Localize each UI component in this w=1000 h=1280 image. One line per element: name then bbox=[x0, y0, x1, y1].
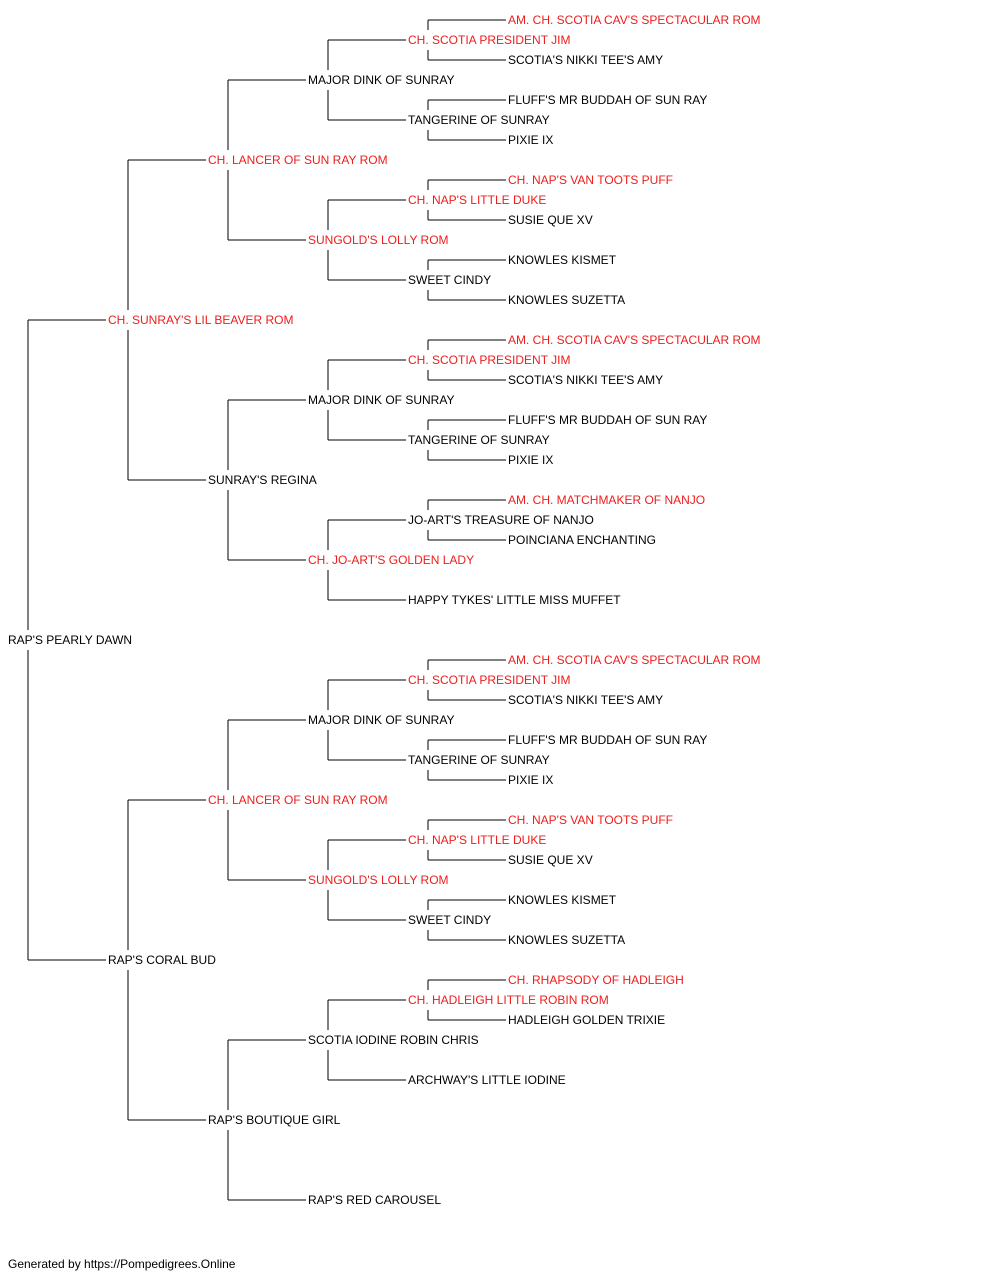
dog-name: HADLEIGH GOLDEN TRIXIE bbox=[508, 1013, 665, 1027]
dog-name: PIXIE IX bbox=[508, 453, 553, 467]
dog-name: SCOTIA'S NIKKI TEE'S AMY bbox=[508, 53, 663, 67]
dog-name: MAJOR DINK OF SUNRAY bbox=[308, 73, 454, 87]
dog-name: FLUFF'S MR BUDDAH OF SUN RAY bbox=[508, 413, 707, 427]
dog-name: FLUFF'S MR BUDDAH OF SUN RAY bbox=[508, 733, 707, 747]
dog-name: TANGERINE OF SUNRAY bbox=[408, 433, 550, 447]
dog-name: MAJOR DINK OF SUNRAY bbox=[308, 713, 454, 727]
dog-name: JO-ART'S TREASURE OF NANJO bbox=[408, 513, 594, 527]
dog-name: CH. RHAPSODY OF HADLEIGH bbox=[508, 973, 684, 987]
dog-name: TANGERINE OF SUNRAY bbox=[408, 113, 550, 127]
dog-name: AM. CH. SCOTIA CAV'S SPECTACULAR ROM bbox=[508, 653, 761, 667]
dog-name: KNOWLES KISMET bbox=[508, 893, 617, 907]
dog-name: ARCHWAY'S LITTLE IODINE bbox=[408, 1073, 566, 1087]
dog-name: KNOWLES SUZETTA bbox=[508, 933, 625, 947]
dog-name: PIXIE IX bbox=[508, 773, 553, 787]
dog-name: CH. SUNRAY'S LIL BEAVER ROM bbox=[108, 313, 293, 327]
dog-name: AM. CH. MATCHMAKER OF NANJO bbox=[508, 493, 705, 507]
dog-name: SUNRAY'S REGINA bbox=[208, 473, 317, 487]
dog-name: SCOTIA'S NIKKI TEE'S AMY bbox=[508, 693, 663, 707]
dog-name: CH. SCOTIA PRESIDENT JIM bbox=[408, 673, 570, 687]
dog-name: SWEET CINDY bbox=[408, 913, 491, 927]
dog-name: CH. LANCER OF SUN RAY ROM bbox=[208, 153, 388, 167]
dog-name: CH. NAP'S VAN TOOTS PUFF bbox=[508, 813, 673, 827]
dog-name: MAJOR DINK OF SUNRAY bbox=[308, 393, 454, 407]
dog-name: POINCIANA ENCHANTING bbox=[508, 533, 656, 547]
dog-name: CH. SCOTIA PRESIDENT JIM bbox=[408, 33, 570, 47]
dog-name: CH. NAP'S LITTLE DUKE bbox=[408, 193, 546, 207]
dog-name: RAP'S RED CAROUSEL bbox=[308, 1193, 441, 1207]
dog-name: KNOWLES SUZETTA bbox=[508, 293, 625, 307]
dog-name: CH. NAP'S LITTLE DUKE bbox=[408, 833, 546, 847]
dog-name: CH. NAP'S VAN TOOTS PUFF bbox=[508, 173, 673, 187]
dog-name: SCOTIA IODINE ROBIN CHRIS bbox=[308, 1033, 479, 1047]
dog-name: CH. SCOTIA PRESIDENT JIM bbox=[408, 353, 570, 367]
dog-name: TANGERINE OF SUNRAY bbox=[408, 753, 550, 767]
dog-name: AM. CH. SCOTIA CAV'S SPECTACULAR ROM bbox=[508, 333, 761, 347]
dog-name: RAP'S BOUTIQUE GIRL bbox=[208, 1113, 341, 1127]
dog-name: SUNGOLD'S LOLLY ROM bbox=[308, 233, 449, 247]
dog-name: SWEET CINDY bbox=[408, 273, 491, 287]
dog-name: AM. CH. SCOTIA CAV'S SPECTACULAR ROM bbox=[508, 13, 761, 27]
dog-name: RAP'S CORAL BUD bbox=[108, 953, 216, 967]
dog-name: KNOWLES KISMET bbox=[508, 253, 617, 267]
dog-name: SUNGOLD'S LOLLY ROM bbox=[308, 873, 449, 887]
dog-name: HAPPY TYKES' LITTLE MISS MUFFET bbox=[408, 593, 621, 607]
dog-name: SUSIE QUE XV bbox=[508, 853, 593, 867]
dog-name: PIXIE IX bbox=[508, 133, 553, 147]
dog-name: CH. LANCER OF SUN RAY ROM bbox=[208, 793, 388, 807]
dog-name: SUSIE QUE XV bbox=[508, 213, 593, 227]
dog-name: RAP'S PEARLY DAWN bbox=[8, 633, 132, 647]
dog-name: FLUFF'S MR BUDDAH OF SUN RAY bbox=[508, 93, 707, 107]
dog-name: CH. JO-ART'S GOLDEN LADY bbox=[308, 553, 474, 567]
dog-name: CH. HADLEIGH LITTLE ROBIN ROM bbox=[408, 993, 609, 1007]
footer-credit: Generated by https://Pompedigrees.Online bbox=[8, 1257, 236, 1271]
dog-name: SCOTIA'S NIKKI TEE'S AMY bbox=[508, 373, 663, 387]
